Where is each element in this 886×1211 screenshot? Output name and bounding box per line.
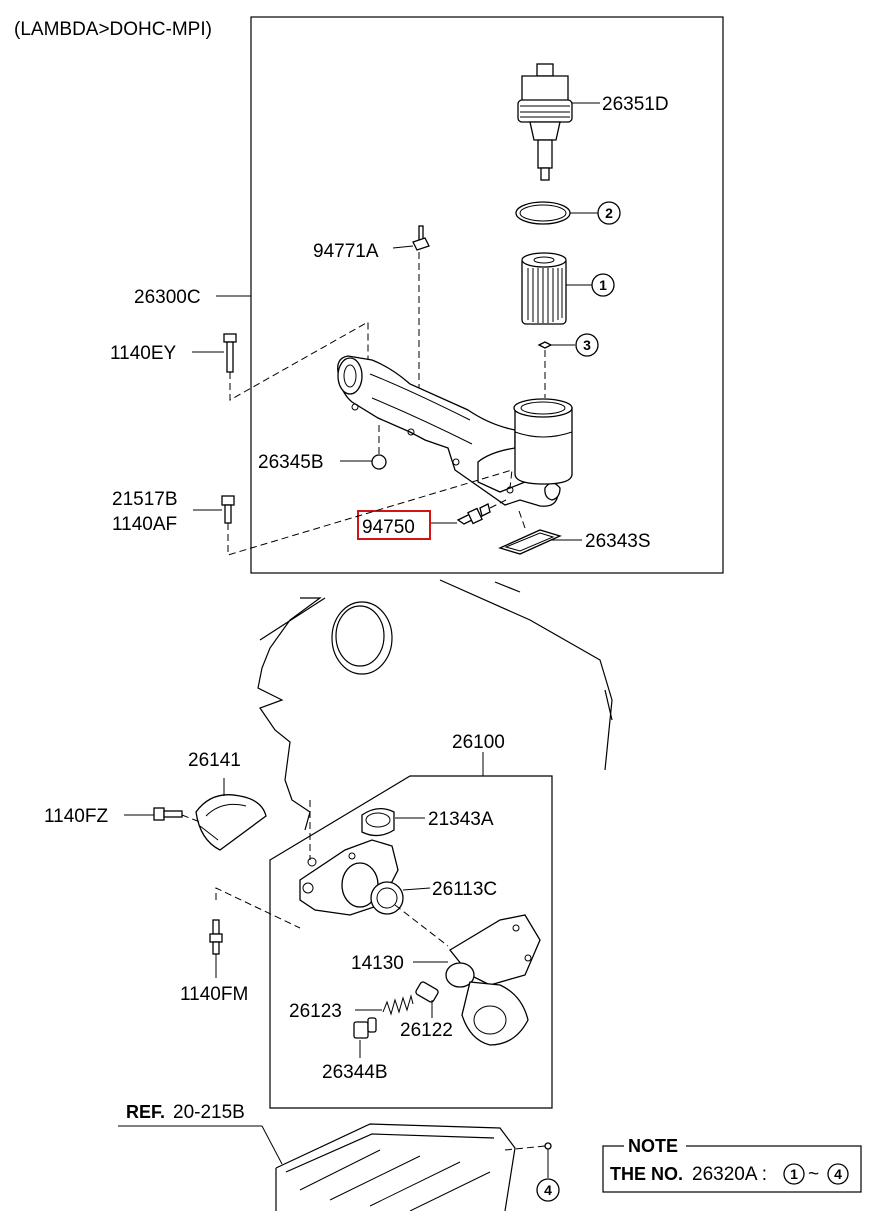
- bolt-1140EY: [223, 333, 237, 373]
- part-label-26123: 26123: [289, 1001, 342, 1022]
- spring-26123: [382, 994, 414, 1016]
- part-label-26345B: 26345B: [258, 452, 324, 473]
- ref-code: 20-215B: [173, 1102, 245, 1123]
- part-label-94771A: 94771A: [313, 241, 379, 262]
- oil-filter-element: [521, 252, 567, 325]
- engine-block-outline: [257, 579, 613, 831]
- part-label-26113C: 26113C: [432, 879, 497, 900]
- sensor-alignment-line: [489, 499, 507, 509]
- part-label-26141: 26141: [188, 750, 241, 771]
- part-label-26344B: 26344B: [322, 1062, 388, 1083]
- gasket-alignment-line: [517, 507, 526, 529]
- note-title-backdrop: [624, 1137, 686, 1155]
- part-label-1140AF: 1140AF: [112, 514, 177, 535]
- oil-filter-assembly-box: [250, 16, 724, 574]
- gasket-26343S: [498, 529, 562, 555]
- gasket-inner: [504, 532, 555, 552]
- ring-26113C-inner: [376, 887, 398, 909]
- bolt-1140FZ: [153, 807, 183, 821]
- strainer-14130: [445, 914, 541, 1046]
- note-title: NOTE: [628, 1136, 678, 1156]
- o-ring-inner: [519, 204, 567, 222]
- note-prefix: THE NO.: [610, 1164, 683, 1184]
- callout-number-4: 4: [544, 1182, 552, 1198]
- sensor-bolt-94771A: [412, 225, 430, 251]
- oil-pump-assembly-box: [269, 775, 553, 1109]
- bolt-1140FM-alignment: [215, 887, 301, 929]
- bolt-1140FZ-alignment: [181, 814, 201, 823]
- highlight-box-94750: [357, 510, 431, 540]
- plug-26344B: [353, 1017, 377, 1039]
- note-tilde: ~: [808, 1164, 819, 1185]
- callout-number-1: 1: [599, 277, 607, 293]
- ref-leader: [261, 1125, 283, 1165]
- part-label-26343S: 26343S: [585, 531, 651, 552]
- oil-pressure-switch-94750: [456, 503, 491, 525]
- part-label-94750: 94750: [362, 517, 415, 538]
- leader-26113C: [402, 887, 431, 891]
- part-label-1140FZ: 1140FZ: [44, 806, 108, 827]
- plug-26345B: [371, 454, 387, 470]
- oil-filter-cap: [517, 63, 573, 181]
- part-label-26122: 26122: [400, 1020, 453, 1041]
- callout-circle-1: [591, 273, 615, 297]
- part-label-26100: 26100: [452, 732, 505, 753]
- plunger-26122: [415, 981, 439, 1003]
- callout-circle-4: [536, 1178, 560, 1202]
- strainer-alignment-line: [394, 904, 449, 947]
- note-code: 26320A :: [692, 1164, 767, 1185]
- drain-bolt: [544, 1142, 552, 1150]
- note-circle-from: [783, 1163, 805, 1185]
- small-seal: [537, 341, 553, 349]
- ref-prefix: REF.: [126, 1102, 165, 1122]
- oil-pan-outline: [275, 1123, 516, 1211]
- bolt-1140FM: [209, 919, 223, 955]
- bolt-1140AF: [221, 495, 235, 524]
- part-label-26300C: 26300C: [134, 287, 201, 308]
- leader-94771A: [392, 245, 414, 249]
- timing-cover-26141: [195, 794, 267, 851]
- ring-26113C: [370, 881, 404, 915]
- oil-filter-housing: [337, 355, 573, 507]
- note-to: 4: [834, 1166, 842, 1182]
- bolt-1140AF-alignment: [227, 469, 513, 556]
- callout-circle-3: [575, 333, 599, 357]
- part-label-26351D: 26351D: [602, 94, 669, 115]
- part-label-14130: 14130: [351, 953, 404, 974]
- seal-21343A: [361, 808, 395, 837]
- callout-number-2: 2: [605, 205, 613, 221]
- note-circle-to: [827, 1163, 849, 1185]
- note-from: 1: [790, 1166, 798, 1182]
- callout-circle-2: [597, 201, 621, 225]
- drain-bolt-alignment: [504, 1145, 546, 1151]
- bolt-1140EY-alignment: [229, 321, 369, 401]
- engine-variant-title: (LAMBDA>DOHC-MPI): [14, 19, 212, 40]
- note-box: [602, 1145, 862, 1193]
- part-label-21343A: 21343A: [428, 809, 494, 830]
- part-label-21517B: 21517B: [112, 489, 178, 510]
- part-label-1140EY: 1140EY: [110, 343, 177, 364]
- callout-number-3: 3: [583, 337, 591, 353]
- part-label-1140FM: 1140FM: [180, 984, 248, 1005]
